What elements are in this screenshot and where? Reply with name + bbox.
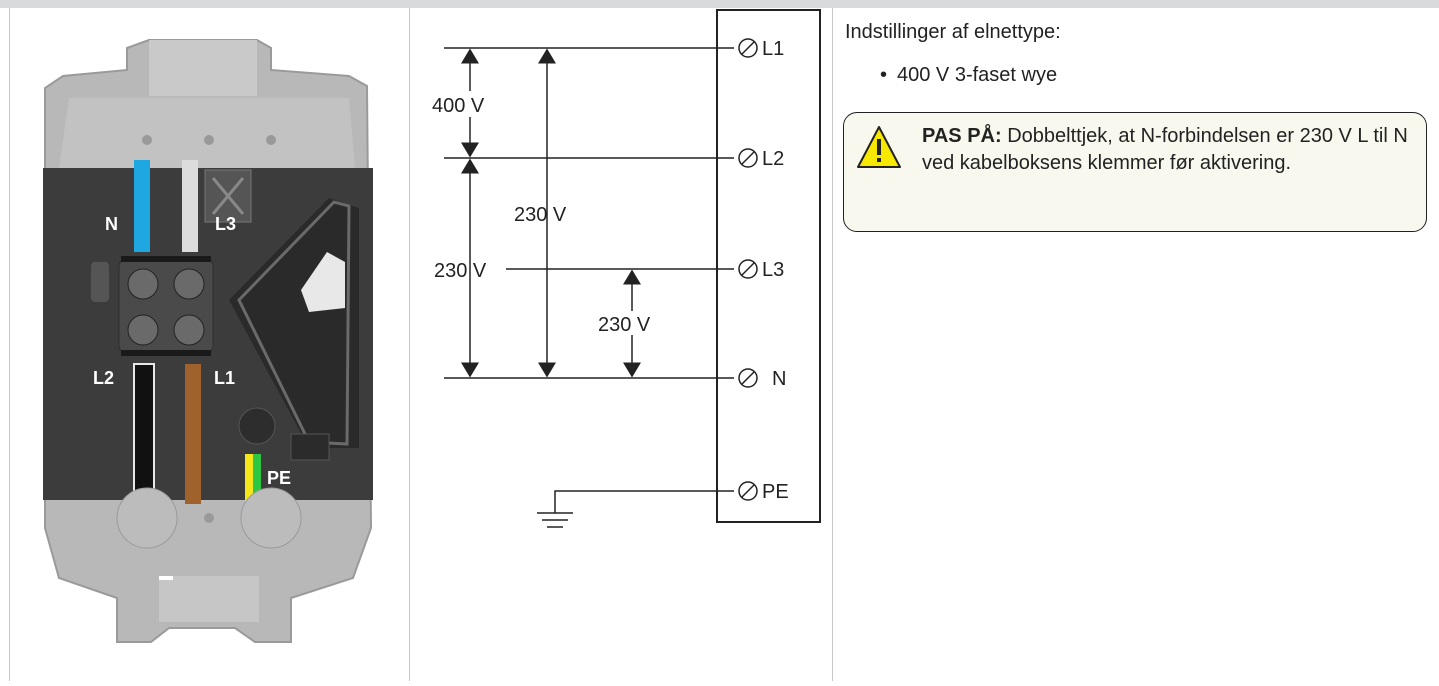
side-latch [91,262,109,302]
label-l1: L1 [214,368,235,388]
list-item-text: 400 V 3-faset wye [897,64,1058,86]
label-pe: PE [267,468,291,488]
label-l2: L2 [93,368,114,388]
gland-opening [238,407,276,445]
terminal-screw [127,314,159,346]
terminal-label: L3 [762,259,784,281]
voltage-l3-n: 230 V [598,314,651,336]
settings-list: • 400 V 3-faset wye [880,64,1058,87]
line-pe [554,490,734,513]
connector-cross [211,177,245,215]
bottom-mount [159,576,259,622]
cover-window [301,252,345,312]
caution-notice: PAS PÅ: Dobbelttjek, at N-forbindelsen e… [843,112,1427,232]
voltage-l2-n: 230 V [434,260,487,282]
settings-title: Indstillinger af elnettype: [845,21,1061,43]
terminal-pe: PE [738,481,789,503]
screw-hole [204,513,214,523]
bullet: • [880,64,888,86]
column-divider [409,8,410,681]
terminal-label: N [772,368,786,390]
column-divider [832,8,833,681]
top-mount [149,40,257,96]
label-n: N [105,214,118,234]
grid-settings-panel: Indstillinger af elnettype: • 400 V 3-fa… [833,8,1439,681]
wiring-diagram: 400 V 230 V 230 V 230 V L1 L2 L3 N [410,8,832,681]
warning-icon [857,126,901,168]
terminal-l1: L1 [738,38,784,60]
bottom-marker [159,576,173,580]
terminal-screw [173,268,205,300]
cover-edge [237,200,351,446]
charger-wiring-photo: N L3 L2 L1 PE [9,8,409,681]
voltage-l1-l2: 400 V [432,95,485,117]
wire-l2 [133,363,155,505]
wire-pe-green [253,454,261,504]
wire-l3 [182,160,198,252]
terminal-l3: L3 [738,259,784,281]
bottom-gland [116,487,178,549]
label-l3: L3 [215,214,236,234]
column-divider [9,8,10,681]
list-item: • 400 V 3-faset wye [880,64,1058,87]
terminal-n: N [738,368,786,390]
housing-top-panel [59,98,355,168]
wire-n [134,160,150,252]
terminal-label: L2 [762,148,784,170]
voltage-l1-n: 230 V [514,204,567,226]
terminal-screw [127,268,159,300]
notice-label: PAS PÅ: [922,125,1002,147]
bottom-gland [240,487,302,549]
terminal-screw [173,314,205,346]
notice-text: PAS PÅ: Dobbelttjek, at N-forbindelsen e… [922,123,1418,177]
screw-hole [266,135,276,145]
screw-hole [142,135,152,145]
notice-body: Dobbelttjek, at N-forbindelsen er 230 V … [922,125,1408,174]
clip [290,433,330,461]
wiring-diagram-svg: 400 V 230 V 230 V 230 V L1 L2 L3 N [428,9,821,528]
screw-hole [204,135,214,145]
top-bar [0,0,1439,8]
charger-wiring-illustration: N L3 L2 L1 PE [43,39,373,643]
terminal-l2: L2 [738,148,784,170]
terminal-label: PE [762,481,789,503]
terminal-clamp [121,350,211,356]
terminal-label: L1 [762,38,784,60]
wire-l1 [185,364,201,504]
terminal-clamp [121,256,211,262]
terminal-box [716,9,821,523]
wire-pe-yellow [245,454,253,504]
